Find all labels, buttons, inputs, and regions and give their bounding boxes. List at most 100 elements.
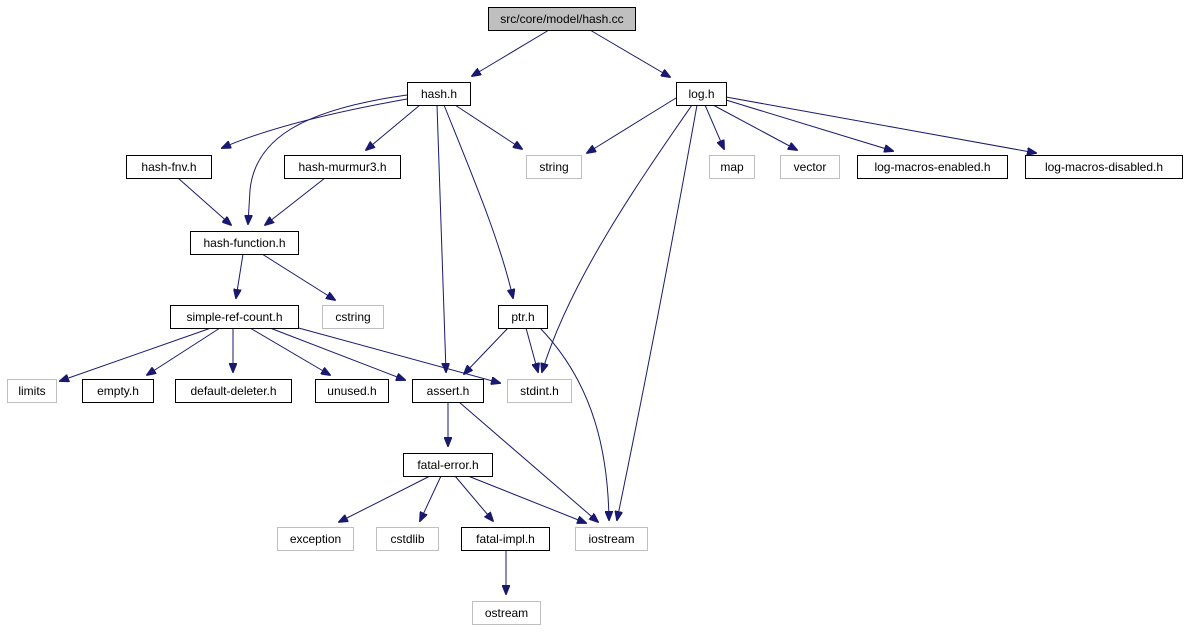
- edge-line: [236, 253, 244, 298]
- node-label: exception: [290, 532, 341, 546]
- node-box: [676, 82, 727, 106]
- edge-line: [539, 327, 609, 520]
- edge-hash-h-to-hash-murmur3-h: [366, 104, 421, 150]
- node-simple-ref-count-h[interactable]: simple-ref-count.h: [170, 305, 299, 329]
- edge-fatal-error-h-to-exception: [339, 475, 431, 522]
- edge-line: [458, 401, 598, 522]
- node-label: cstdlib: [390, 532, 424, 546]
- edge-line: [454, 475, 493, 521]
- edge-line: [339, 475, 431, 522]
- node-cstdlib: cstdlib: [376, 527, 439, 551]
- edge-log-h-to-log-macros-disabled-h: [725, 96, 1036, 153]
- node-hash-murmur3-h[interactable]: hash-murmur3.h: [284, 155, 401, 179]
- node-assert-h[interactable]: assert.h: [412, 379, 484, 403]
- node-label: empty.h: [97, 384, 139, 398]
- node-log-macros-enabled-h[interactable]: log-macros-enabled.h: [857, 155, 1008, 179]
- edge-hash-h-to-ptr-h: [443, 104, 513, 298]
- edge-simple-ref-count-h-to-unused-h: [249, 327, 330, 375]
- node-cstring: cstring: [322, 305, 384, 329]
- edge-line: [261, 253, 335, 300]
- edge-line: [587, 97, 677, 153]
- node-box: [857, 155, 1008, 179]
- edge-hash-function-h-to-simple-ref-count-h: [236, 253, 244, 298]
- edge-line: [443, 104, 513, 298]
- node-vector: vector: [780, 155, 840, 179]
- edge-line: [265, 177, 326, 225]
- node-fatal-impl-h[interactable]: fatal-impl.h: [461, 527, 550, 551]
- node-label: iostream: [588, 532, 634, 546]
- node-label: default-deleter.h: [190, 384, 276, 398]
- node-label: hash-fnv.h: [141, 160, 196, 174]
- edge-hash-h-to-hash-function-h: [248, 94, 408, 224]
- node-map: map: [709, 155, 755, 179]
- node-hash-cc[interactable]: src/core/model/hash.cc: [488, 7, 636, 31]
- edge-line: [436, 104, 446, 372]
- node-box: [322, 305, 384, 329]
- node-label: simple-ref-count.h: [186, 310, 282, 324]
- node-box: [498, 305, 548, 329]
- node-ostream: ostream: [472, 601, 541, 625]
- node-box: [126, 155, 212, 179]
- node-box: [82, 379, 154, 403]
- node-hash-h[interactable]: hash.h: [407, 82, 471, 106]
- node-unused-h[interactable]: unused.h: [315, 379, 389, 403]
- node-box: [472, 601, 541, 625]
- node-hash-fnv-h[interactable]: hash-fnv.h: [126, 155, 212, 179]
- node-box: [315, 379, 389, 403]
- node-fatal-error-h[interactable]: fatal-error.h: [403, 453, 493, 477]
- node-label: unused.h: [327, 384, 376, 398]
- node-empty-h[interactable]: empty.h: [82, 379, 154, 403]
- node-iostream: iostream: [575, 527, 648, 551]
- edge-line: [589, 29, 670, 77]
- node-box: [277, 527, 354, 551]
- node-default-deleter-h[interactable]: default-deleter.h: [175, 379, 292, 403]
- edge-ptr-h-to-iostream: [539, 327, 609, 520]
- edge-simple-ref-count-h-to-limits: [60, 327, 212, 381]
- edge-ptr-h-to-assert-h: [464, 327, 509, 374]
- edge-fatal-error-h-to-iostream: [467, 475, 586, 523]
- node-label: ostream: [485, 606, 528, 620]
- node-hash-function-h[interactable]: hash-function.h: [190, 231, 299, 255]
- edge-hash-function-h-to-cstring: [261, 253, 335, 300]
- node-ptr-h[interactable]: ptr.h: [498, 305, 548, 329]
- node-box: [461, 527, 550, 551]
- edge-hash-fnv-h-to-hash-function-h: [177, 177, 231, 225]
- edge-simple-ref-count-h-to-stdint-h: [294, 326, 500, 383]
- node-box: [284, 155, 401, 179]
- edges-layer: [60, 29, 1036, 594]
- node-label: src/core/model/hash.cc: [500, 12, 623, 26]
- node-label: cstring: [335, 310, 370, 324]
- node-label: ptr.h: [511, 310, 534, 324]
- edge-hash-h-to-assert-h: [436, 104, 446, 372]
- node-log-h[interactable]: log.h: [676, 82, 727, 106]
- edge-simple-ref-count-h-to-empty-h: [147, 327, 221, 375]
- edge-line: [60, 327, 212, 381]
- node-label: string: [539, 160, 568, 174]
- node-box: [190, 231, 299, 255]
- edge-line: [420, 475, 442, 521]
- node-label: hash-murmur3.h: [298, 160, 386, 174]
- edge-line: [248, 94, 408, 224]
- node-stdint-h: stdint.h: [507, 379, 572, 403]
- edge-fatal-error-h-to-fatal-impl-h: [454, 475, 493, 521]
- node-limits: limits: [7, 379, 57, 403]
- edge-log-h-to-log-macros-enabled-h: [725, 99, 893, 151]
- edge-log-h-to-map: [704, 104, 724, 149]
- node-box: [403, 453, 493, 477]
- node-box: [575, 527, 648, 551]
- edge-line: [542, 104, 693, 372]
- edge-hash-murmur3-h-to-hash-function-h: [265, 177, 326, 225]
- edge-hash-h-to-string: [454, 104, 522, 149]
- edge-line: [617, 104, 698, 520]
- node-box: [170, 305, 299, 329]
- edge-line: [712, 104, 797, 150]
- node-label: hash.h: [421, 87, 457, 101]
- node-box: [407, 82, 471, 106]
- node-box: [7, 379, 57, 403]
- node-box: [488, 7, 636, 31]
- node-box: [780, 155, 840, 179]
- edge-line: [725, 96, 1036, 153]
- node-log-macros-disabled-h[interactable]: log-macros-disabled.h: [1025, 155, 1183, 179]
- edge-hash-cc-to-hash-h: [472, 29, 550, 76]
